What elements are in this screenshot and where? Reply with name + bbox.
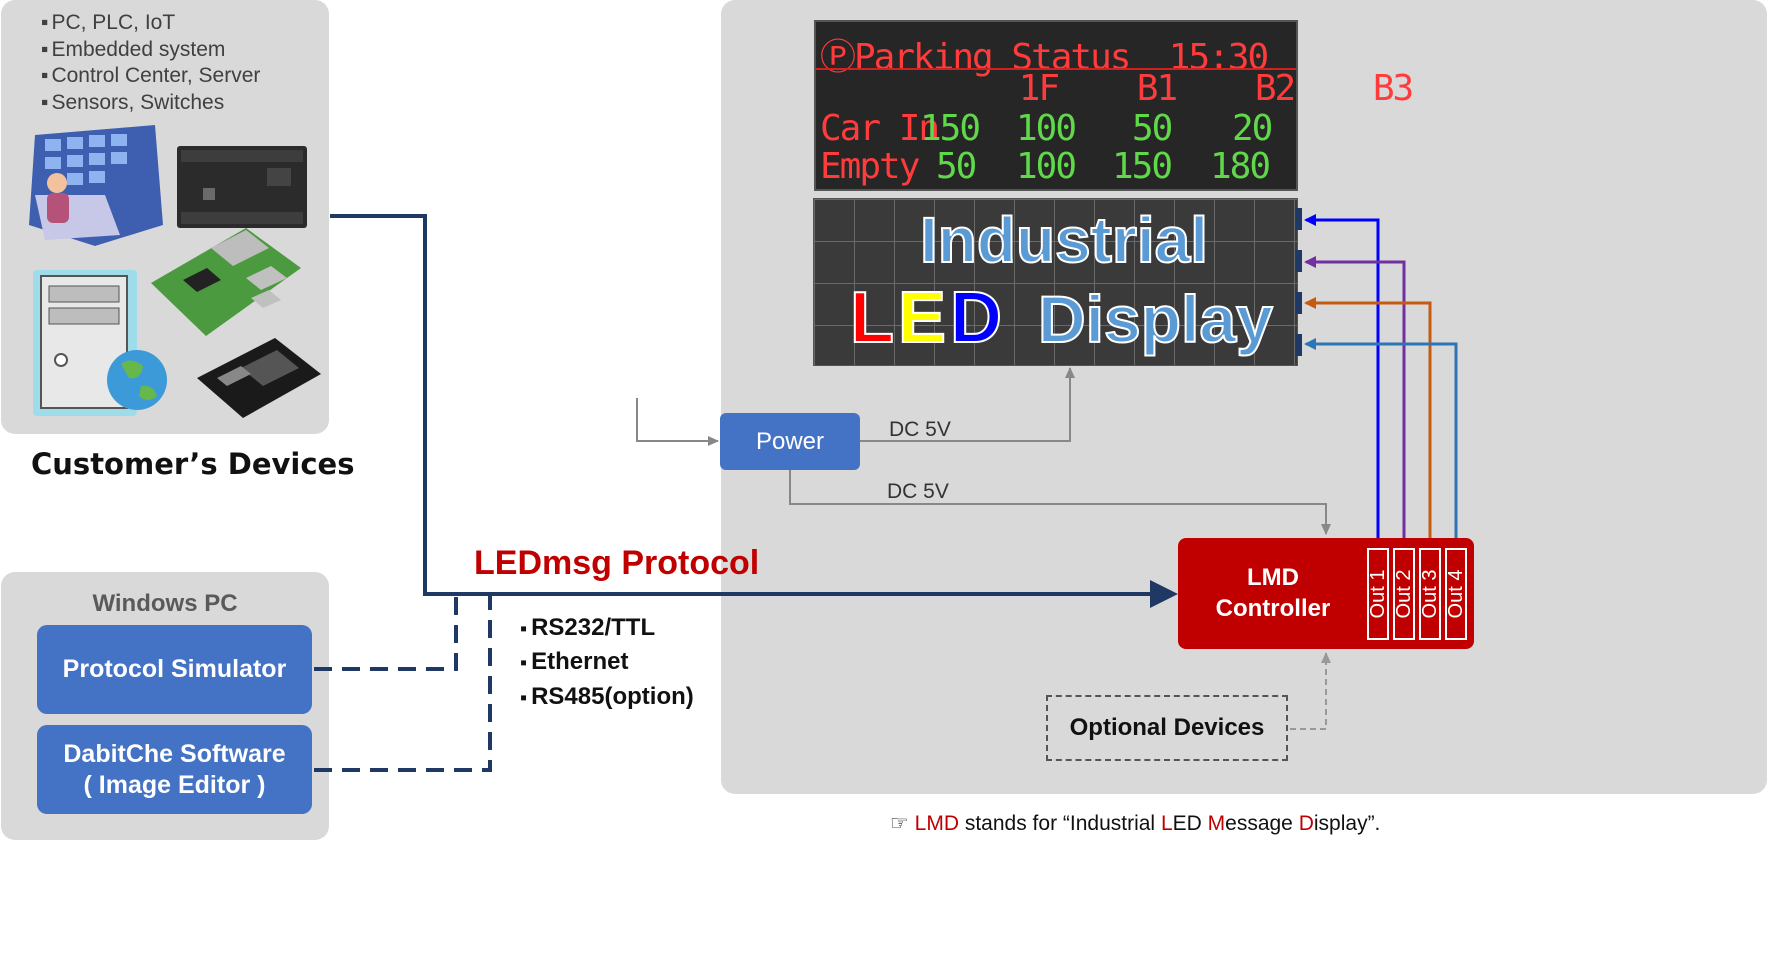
image-editor-label: ( Image Editor ) [83,770,266,799]
sign-empty-value: 180 [1210,146,1271,187]
sign-empty-value: 50 [936,146,977,187]
power-input-line [636,398,719,446]
sign-empty-label: Empty [820,146,920,187]
sign-car-in-value: 100 [1016,108,1077,149]
power-to-controller-line [789,470,1331,535]
power-box: Power [720,413,860,470]
sign-car-in-label: Car In [820,108,940,149]
optional-devices-label: Optional Devices [1069,714,1265,741]
footnote-m: M [1207,812,1226,835]
interface-item: RS485(option) [520,683,694,711]
optional-to-controller-line [1290,652,1331,730]
footnote-d: D [1298,812,1314,835]
protocol-arrowhead [1150,580,1178,608]
output-port-1: Out 1 [1367,548,1389,640]
sign-title-row: ⓅParking Status 15:30 [820,37,1269,78]
led-letter-l: L [849,277,895,359]
footnote-text: stands for “Industrial [959,812,1161,835]
pc-tower-globe-icon [33,270,167,416]
protocol-title: LEDmsg Protocol [474,544,760,582]
lmd-controller: LMD Controller [1178,538,1474,649]
device-bullet: Control Center, Server [41,63,260,90]
protocol-simulator-label: Protocol Simulator [62,655,287,683]
controller-line1: LMD [1247,564,1299,591]
output-label: Out 1 [1367,569,1389,619]
footnote-text: isplay”. [1313,812,1381,835]
dc-5v-bottom-label: DC 5V [887,480,949,503]
interface-item: Ethernet [520,648,628,676]
parking-status-sign: ⓅParking Status 15:30 1F B1 B2 B3 Car In… [814,20,1414,191]
footnote-text: ED [1172,812,1208,835]
output-port-2: Out 2 [1393,548,1415,640]
controller-title: LMD Controller [1178,562,1368,624]
optional-devices-box: Optional Devices [1046,695,1288,761]
plc-icon [177,146,307,228]
output-label: Out 4 [1445,569,1467,619]
footnote-lmd: LMD [914,812,960,835]
sign-empty-value: 150 [1112,146,1173,187]
led-letter-e: E [897,277,947,359]
raspberry-pi-icon [151,228,301,336]
out2-line [1304,256,1406,548]
device-bullet: Embedded system [41,37,260,64]
protocol-simulator-button[interactable]: Protocol Simulator [37,625,312,714]
output-port-3: Out 3 [1419,548,1441,640]
out4-line [1304,338,1458,548]
out1-line [1304,214,1380,548]
dabitche-software-button[interactable]: DabitChe Software ( Image Editor ) [37,725,312,814]
windows-pc-title: Windows PC [92,590,238,617]
footnote-l: L [1160,812,1173,835]
sign-car-in-value: 20 [1232,108,1273,149]
output-label: Out 2 [1393,569,1415,619]
control-center-icon [29,125,163,246]
device-bullet: Sensors, Switches [41,90,260,117]
device-bullet-list: PC, PLC, IoT Embedded system Control Cen… [41,10,260,116]
led-word-display: Display [1037,281,1274,357]
dabitche-software-label: DabitChe Software [63,739,286,768]
footnote: ☞ LMD stands for “Industrial LED Message… [890,811,1380,836]
industrial-led-display-panel: Industrial L E D Display [813,198,1298,366]
power-to-display-line [860,367,1075,442]
dc-5v-top-label: DC 5V [889,418,951,441]
dabitche-dashed-link [314,596,492,772]
hand-pointer-icon: ☞ [890,812,909,835]
interface-item: RS232/TTL [520,614,655,642]
led-line-industrial: Industrial [919,203,1209,277]
customer-devices-panel: PC, PLC, IoT Embedded system Control Cen… [1,0,329,434]
sign-floor-row: 1F B1 B2 B3 [822,68,1414,109]
simulator-dashed-link [314,596,458,671]
customer-devices-caption: Customer’s Devices [31,447,355,481]
esp32-board-icon [197,338,321,418]
sign-car-in-value: 150 [920,108,981,149]
sign-car-in-value: 50 [1132,108,1173,149]
output-label: Out 3 [1419,569,1441,619]
sign-empty-value: 100 [1016,146,1077,187]
device-bullet: PC, PLC, IoT [41,10,260,37]
power-label: Power [755,427,825,455]
footnote-text: essage [1225,812,1299,835]
controller-line2: Controller [1215,595,1331,622]
out3-line [1304,297,1432,548]
protocol-line [330,214,1168,596]
led-letter-d: D [949,277,1003,359]
output-port-4: Out 4 [1445,548,1467,640]
